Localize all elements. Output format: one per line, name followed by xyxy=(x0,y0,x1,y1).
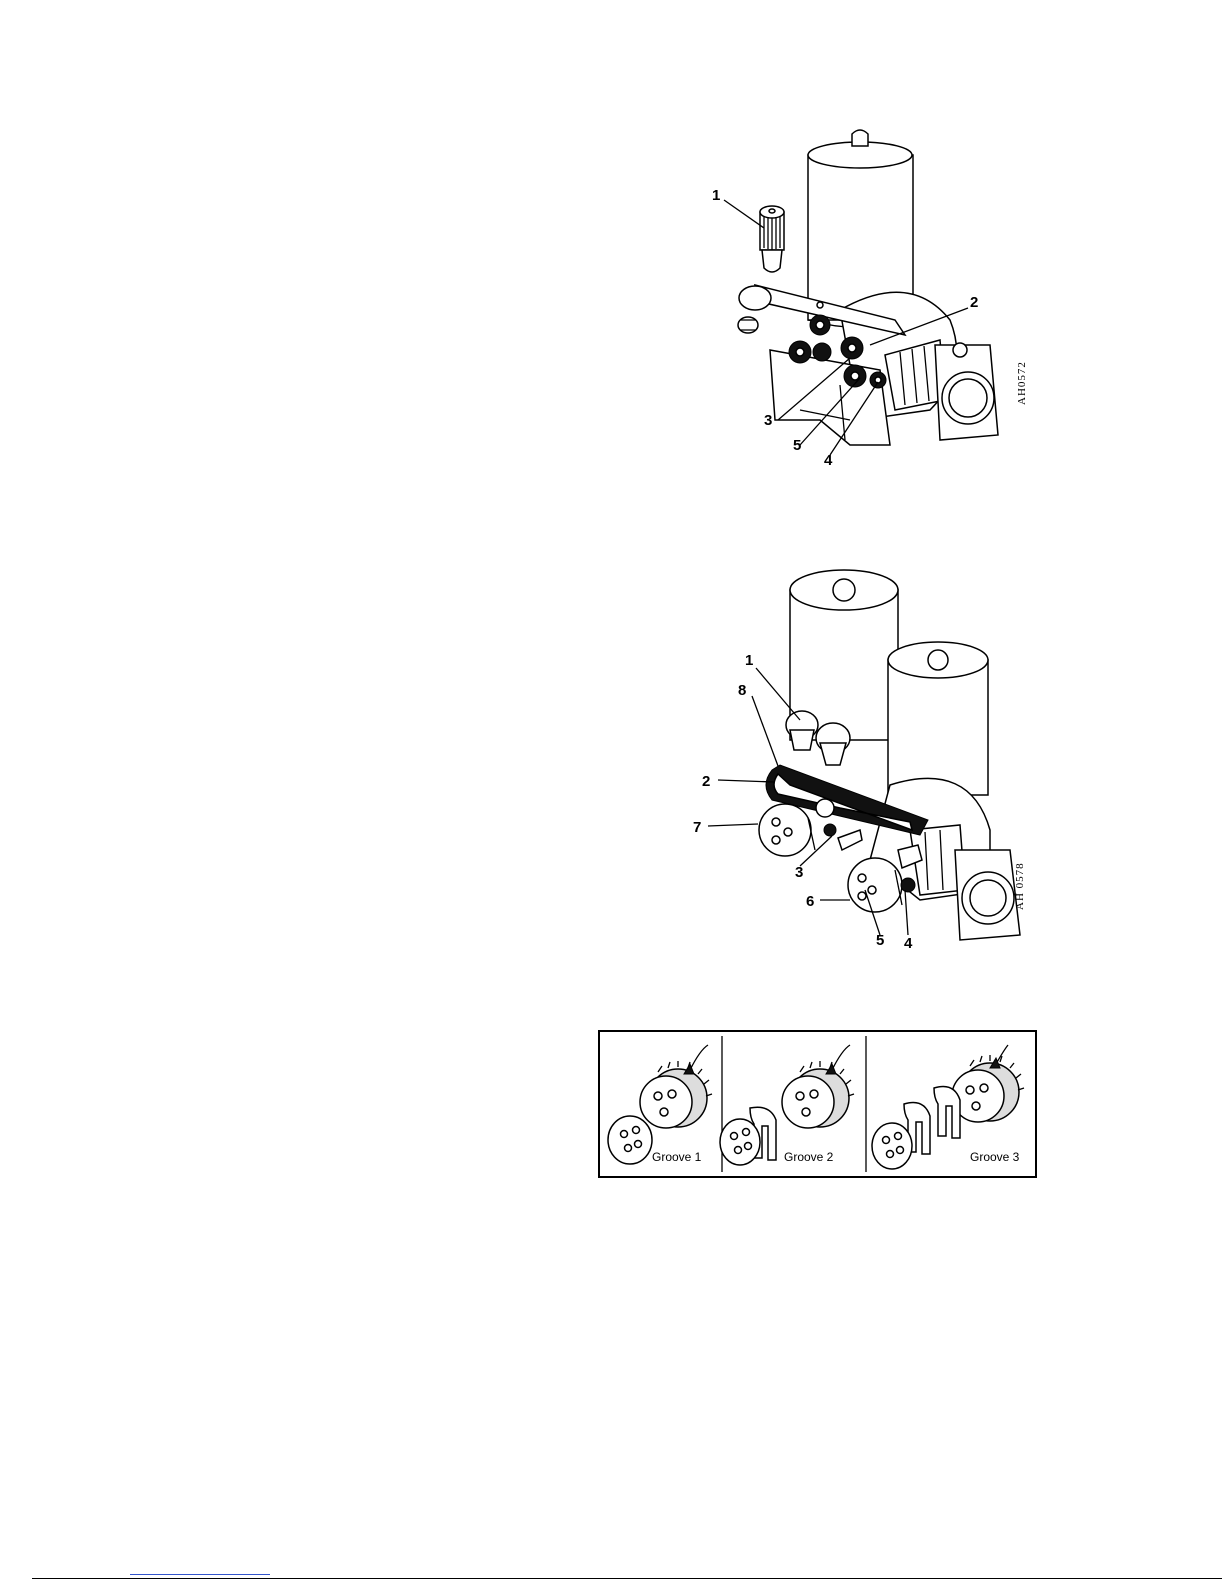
inlet-nozzle xyxy=(738,286,771,333)
callout-8: 8 xyxy=(738,682,746,699)
callout-5: 5 xyxy=(793,437,801,454)
callout-4: 4 xyxy=(904,935,913,952)
groove-label-2: Groove 2 xyxy=(784,1150,834,1164)
euro-connector xyxy=(885,340,998,440)
callout-2: 2 xyxy=(702,773,710,790)
callout-4: 4 xyxy=(824,452,833,469)
figure-3-groove-selection: Groove 1 Groove 2 Groove 3 xyxy=(598,1030,1038,1180)
drawing-code: AH 0578 xyxy=(1014,862,1026,910)
drawing-code: AH0572 xyxy=(1016,361,1028,405)
callout-6: 6 xyxy=(806,893,814,910)
callout-1: 1 xyxy=(712,187,720,204)
callout-1: 1 xyxy=(745,652,753,669)
footer-rule xyxy=(32,1578,1222,1579)
callout-7: 7 xyxy=(693,819,701,836)
callout-2: 2 xyxy=(970,294,978,311)
callout-5: 5 xyxy=(876,932,884,949)
motor-cylinder-right xyxy=(888,642,988,795)
figure-1-wire-feeder: 1 2 3 5 4 AH0572 xyxy=(700,120,1040,490)
footer-link-underline xyxy=(130,1574,270,1575)
callout-3: 3 xyxy=(795,864,803,881)
groove-label-1: Groove 1 xyxy=(652,1150,702,1164)
groove-label-3: Groove 3 xyxy=(970,1150,1020,1164)
figure-2-wire-feeder: 1 8 2 7 3 6 5 4 AH 0578 xyxy=(690,560,1040,960)
callout-3: 3 xyxy=(764,412,772,429)
pressure-knob xyxy=(760,206,784,272)
